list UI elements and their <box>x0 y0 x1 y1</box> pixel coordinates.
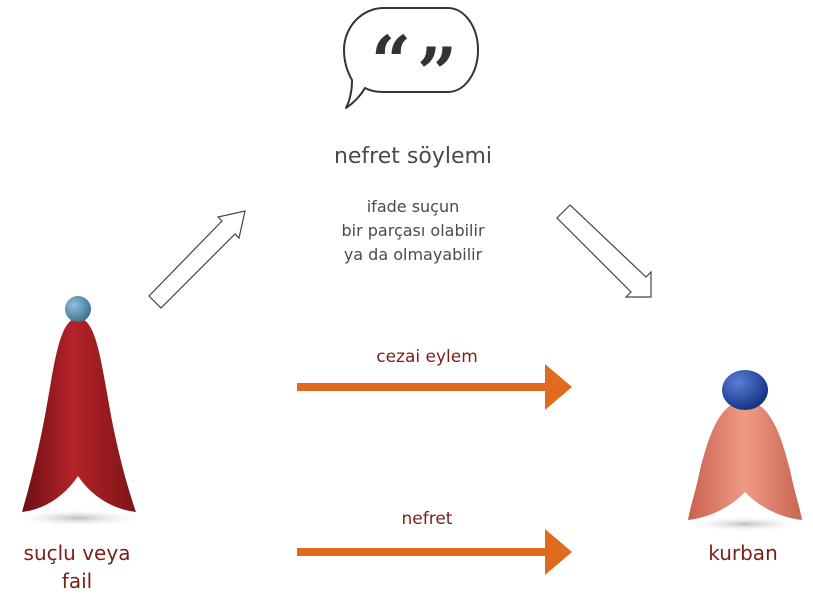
hate-speech-note-line-2: bir parçası olabilir <box>341 221 484 240</box>
hate-speech-note-line-3: ya da olmayabilir <box>344 245 483 264</box>
outline-arrow-to-victim <box>556 204 652 298</box>
hate-label: nefret <box>402 509 453 529</box>
perpetrator-head <box>65 296 91 322</box>
perpetrator-label-line-2: fail <box>62 569 92 593</box>
criminal-act-arrow <box>297 364 572 410</box>
hate-speech-title: nefret söylemi <box>334 144 492 169</box>
quote-open-mark: “ <box>371 20 411 103</box>
victim-label: kurban <box>708 541 778 565</box>
perpetrator-body <box>22 318 136 512</box>
speech-bubble-icon: “ ” <box>343 7 479 115</box>
criminal-act-label: cezai eylem <box>376 347 478 367</box>
perpetrator-figure-icon <box>10 296 146 527</box>
hate-speech-note-line-1: ifade suçun <box>367 197 460 216</box>
quote-close-mark: ” <box>417 32 457 115</box>
perpetrator-shadow <box>10 509 146 527</box>
victim-head <box>722 370 768 410</box>
speech-bubble-outline <box>343 7 479 109</box>
hate-arrow <box>297 529 572 575</box>
victim-shadow <box>685 516 805 532</box>
outline-arrow-to-speech <box>148 210 246 309</box>
victim-body <box>688 400 802 520</box>
perpetrator-label-line-1: suçlu veya <box>24 541 131 565</box>
victim-figure-icon <box>685 370 805 532</box>
